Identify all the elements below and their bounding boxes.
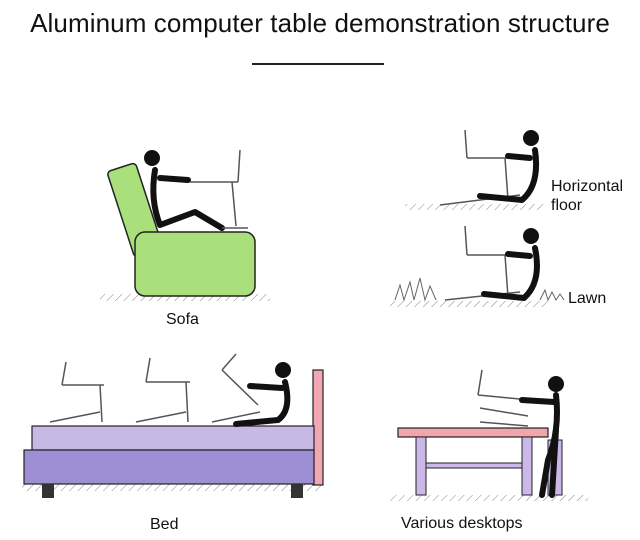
desk-leg-right xyxy=(521,436,533,496)
diagram-title: Aluminum computer table demonstration st… xyxy=(30,8,610,38)
lawn-person xyxy=(481,245,540,301)
floor-person-head xyxy=(523,130,539,146)
sofa-seat xyxy=(134,231,256,297)
sofa-laptop-stand xyxy=(190,149,248,229)
label-horizontal-floor: Horizontal floor xyxy=(551,177,623,215)
bed-person-head xyxy=(275,362,291,378)
desktop-scene xyxy=(388,369,588,501)
bed-base xyxy=(23,449,315,485)
bed-stands xyxy=(49,353,261,423)
desk-person xyxy=(519,392,560,498)
label-various-desktops: Various desktops xyxy=(401,515,523,532)
desk-crossbar xyxy=(425,462,523,469)
desk-leg-left xyxy=(415,436,427,496)
title-underline xyxy=(252,63,384,65)
label-horizontal-floor-line1: Horizontal xyxy=(551,178,624,195)
bed-ground xyxy=(22,484,322,491)
lawn-laptop-stand xyxy=(444,225,521,301)
label-sofa: Sofa xyxy=(166,311,199,328)
desk-person-head xyxy=(548,376,564,392)
lawn-scene xyxy=(390,225,565,307)
floor-person xyxy=(477,147,540,203)
lawn-person-head xyxy=(523,228,539,244)
sofa-ground xyxy=(100,294,270,301)
bed-mattress xyxy=(31,425,315,451)
grass-left xyxy=(394,277,565,302)
sofa-person xyxy=(150,167,225,231)
bed-person xyxy=(233,379,291,427)
sofa-person-head xyxy=(144,150,160,166)
bed-scene xyxy=(22,353,324,498)
bed-leg-left xyxy=(42,484,54,498)
bed-leg-right xyxy=(291,484,303,498)
lawn-ground xyxy=(390,301,550,307)
label-lawn: Lawn xyxy=(568,290,607,307)
label-bed: Bed xyxy=(150,516,179,533)
desk-top xyxy=(397,427,549,438)
floor-scene xyxy=(405,129,545,210)
label-horizontal-floor-line2: floor xyxy=(551,197,583,214)
sofa-scene xyxy=(100,149,270,301)
floor-ground xyxy=(405,204,545,210)
desk-ground xyxy=(388,495,588,501)
